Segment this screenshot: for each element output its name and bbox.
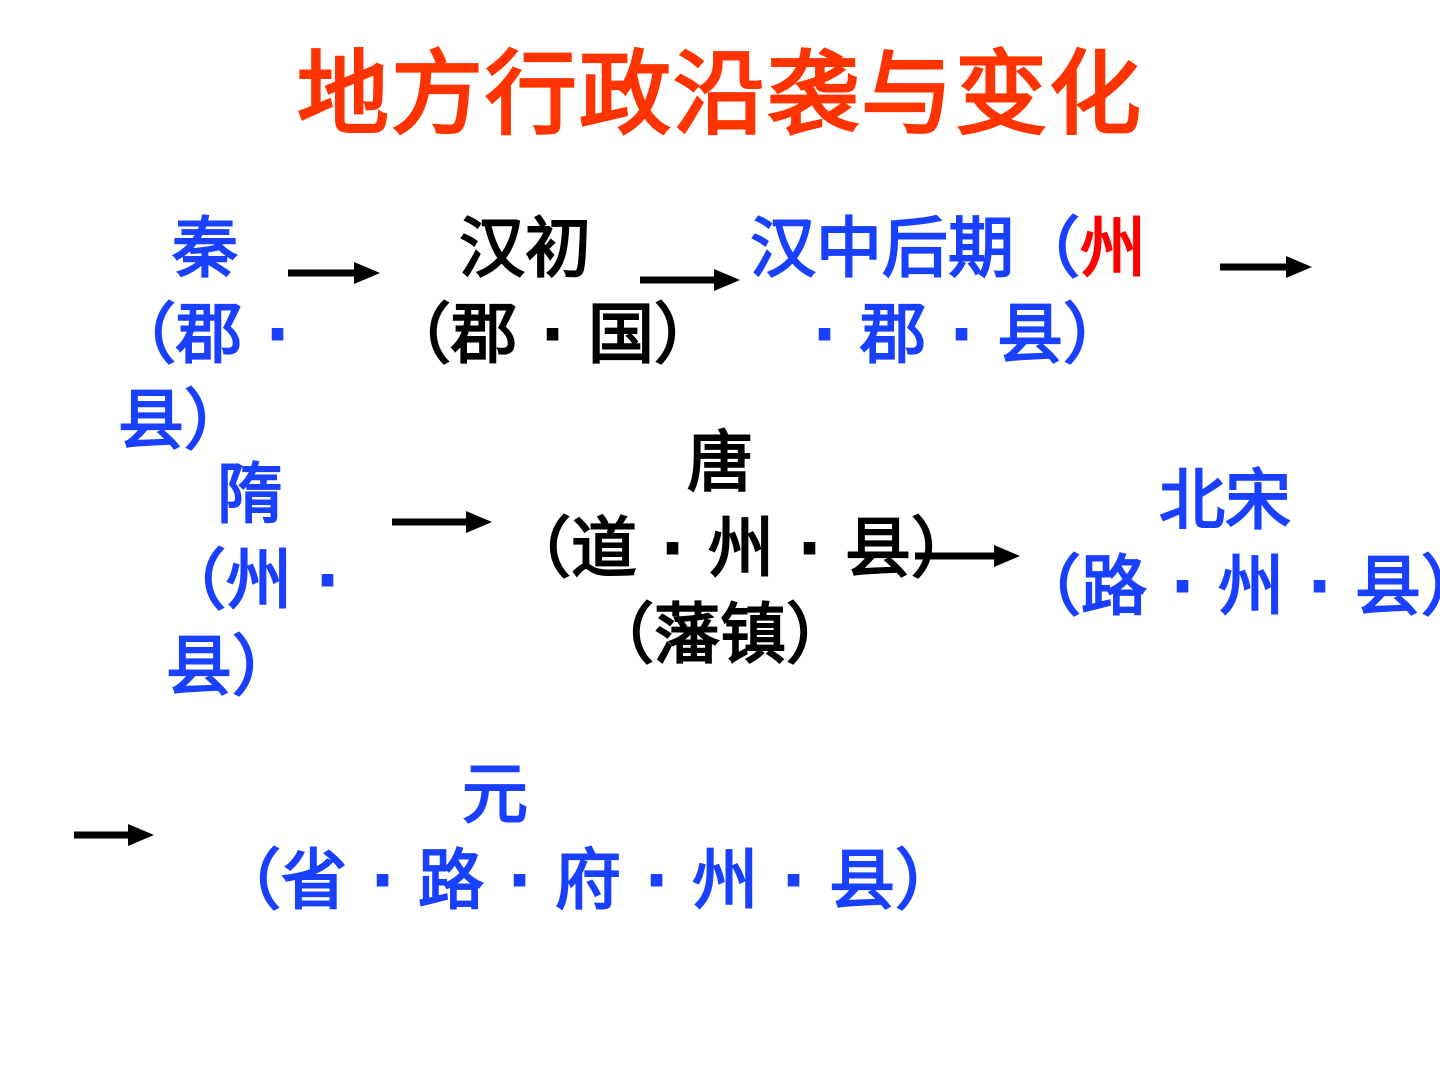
arrow-sui-to-tang: [392, 511, 492, 533]
node-sui: 隋 （州 · 县）: [160, 452, 341, 710]
node-yuan-units: （省 · 路 · 府 · 州 · 县）: [215, 842, 962, 919]
node-song: 北宋 （路 · 州 · 县）: [1015, 458, 1440, 630]
node-tang-units: （道 · 州 · 县）: [505, 510, 978, 587]
node-sui-name: 隋: [217, 456, 283, 533]
node-han-early: 汉初 （郡 · 国）: [385, 206, 721, 378]
node-sui-units-2: 县）: [166, 628, 298, 705]
arrow-to-yuan: [74, 824, 154, 846]
node-han-late-units: · 郡 · 县）: [812, 296, 1130, 373]
node-yuan: 元 （省 · 路 · 府 · 州 · 县）: [215, 752, 962, 924]
node-han-late: 汉中后期（州 · 郡 · 县）: [750, 206, 1190, 378]
node-tang-name: 唐: [687, 424, 753, 501]
arrow-han-late-to-next: [1220, 256, 1312, 278]
node-han-late-name: 汉中后期（: [750, 210, 1080, 287]
node-tang-fanzhen: （藩镇）: [588, 596, 852, 673]
arrow-qin-to-han: [288, 262, 380, 284]
node-qin-units-2: 县）: [118, 382, 250, 459]
node-qin: 秦 （郡 · 县）: [110, 206, 291, 464]
node-yuan-name: 元: [462, 756, 528, 833]
arrow-han-early-to-late: [640, 269, 740, 291]
page-title: 地方行政沿袭与变化: [296, 41, 1143, 148]
node-han-late-line1: 汉中后期（州: [750, 206, 1190, 292]
node-han-early-name: 汉初: [459, 210, 591, 287]
node-song-units: （路 · 州 · 县）: [1015, 548, 1440, 625]
node-song-name: 北宋: [1159, 462, 1291, 539]
node-sui-units-1: （州 ·: [160, 542, 341, 619]
node-tang: 唐 （道 · 州 · 县） （藩镇）: [505, 420, 978, 678]
node-qin-units-1: （郡 ·: [110, 296, 291, 373]
node-han-late-zhou: 州: [1080, 210, 1146, 287]
arrow-tang-to-song: [915, 545, 1020, 567]
node-qin-name: 秦: [172, 210, 238, 287]
node-han-early-units: （郡 · 国）: [385, 296, 721, 373]
